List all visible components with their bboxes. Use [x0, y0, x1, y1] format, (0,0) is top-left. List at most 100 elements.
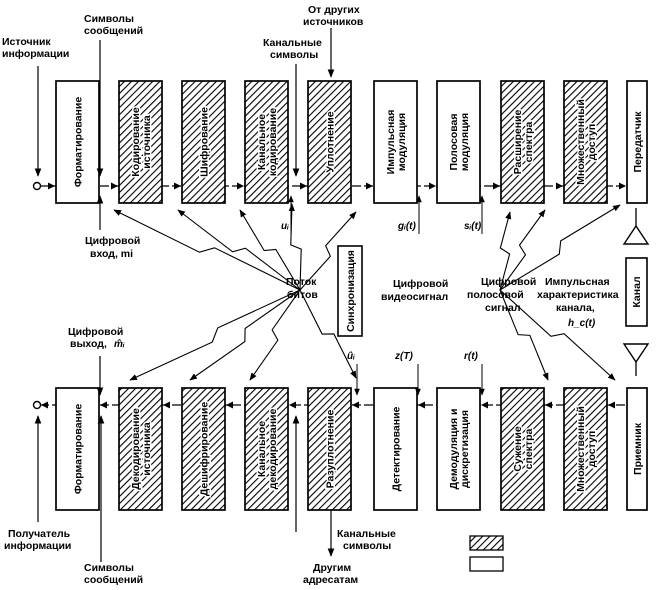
tx-flow-arrow [366, 182, 373, 190]
s-i-symbol: sᵢ(t) [464, 221, 482, 232]
rx-flow-arrow [608, 401, 615, 409]
sync-lightning-line [129, 289, 301, 381]
sync-lightning-line [249, 289, 301, 381]
legend-plain-swatch [469, 556, 504, 572]
tx-block-3-label: Шифрование [199, 107, 211, 177]
rx-block-5 [307, 387, 352, 511]
rx-flow-arrow [289, 401, 296, 409]
rx-block-6-label: Детектирование [391, 406, 403, 491]
rx-block-6 [373, 387, 418, 511]
channel-label: Канал [631, 276, 643, 307]
rx-block-9 [563, 387, 608, 511]
legend-hatched-swatch [469, 535, 504, 551]
tx-flow-arrow [429, 182, 436, 190]
rx-flow-arrow [481, 401, 488, 409]
rx-flow-arrow [163, 401, 170, 409]
rx-flow-arrow [418, 401, 425, 409]
receiver-chain: Форматирование Декодированиеисточника Деши… [55, 387, 648, 511]
channel-block [625, 257, 648, 327]
sync-lightning-line [177, 209, 301, 291]
rx-block-8 [500, 387, 545, 511]
rx-flow-arrow [226, 401, 233, 409]
tx-block-10 [626, 80, 648, 204]
sync-block [337, 245, 363, 337]
tx-block-8 [500, 80, 545, 204]
tx-block-4-label: Канальноекодирование [256, 108, 279, 176]
sync-lightning-line [239, 209, 301, 291]
tx-flow-arrow [237, 182, 244, 190]
rx-block-2 [118, 387, 163, 511]
tx-flow-arrow [48, 182, 55, 190]
r-t-symbol: r(t) [464, 351, 479, 362]
tx-block-6-label: Импульснаямодуляция [385, 110, 408, 175]
tx-block-7 [436, 80, 481, 204]
g-i-symbol: gᵢ(t) [397, 221, 416, 232]
rx-flow-arrow [352, 401, 359, 409]
sync-lightning-line [299, 289, 357, 379]
sync-lightning-line [189, 289, 301, 381]
rx-block-7 [436, 387, 481, 511]
u-hat-i-symbol: ûᵢ [347, 351, 355, 362]
rx-block-10 [626, 387, 648, 511]
tx-flow-arrow [174, 182, 181, 190]
rx-block-3-label: Дешифрирование [199, 402, 211, 496]
rx-block-9-label: Множественныйдоступ [575, 406, 598, 492]
flow-arrows [41, 182, 626, 409]
rx-block-2-label: Декодированиеисточника [130, 408, 153, 490]
sync-lightning-line [499, 211, 512, 291]
rx-flow-arrow [100, 401, 107, 409]
sync-label: Синхронизация [345, 250, 357, 332]
sync-lightning-line [499, 204, 621, 291]
tx-block-6 [373, 80, 418, 204]
sync-lightning-lines [113, 203, 621, 381]
rx-block-4 [244, 387, 289, 511]
z-t-symbol: z(T) [394, 351, 413, 362]
sync-lightning-line [113, 209, 301, 291]
tx-block-3 [181, 80, 226, 204]
tx-flow-arrow [619, 182, 626, 190]
tx-block-7-label: Полосоваямодуляция [448, 113, 471, 171]
tx-antenna-icon [622, 208, 650, 245]
hc-symbol: h_c(t) [568, 318, 596, 329]
sync-lightning-line [499, 209, 546, 291]
tx-flow-arrow [300, 182, 307, 190]
m-hat-symbol: m̂ᵢ [114, 339, 125, 350]
sync-lightning-line [499, 289, 549, 381]
tx-block-4 [244, 80, 289, 204]
tx-block-5 [307, 80, 352, 204]
tx-block-1 [55, 80, 100, 204]
tx-flow-arrow [493, 182, 500, 190]
tx-block-5-label: Уплотнение [325, 111, 337, 172]
rx-block-1-label: Форматирование [73, 404, 85, 494]
tx-flow-arrow [556, 182, 563, 190]
tx-flow-arrow [111, 182, 118, 190]
tx-block-8-label: Расширениеспектра [512, 110, 535, 175]
sync-lightning-line [299, 211, 357, 291]
rx-flow-arrow [545, 401, 552, 409]
rx-block-3 [181, 387, 226, 511]
tx-block-2 [118, 80, 163, 204]
rx-block-4-label: Канальноедекодирование [256, 409, 279, 490]
rx-block-1 [55, 387, 100, 511]
tx-block-10-label: Передатчик [632, 111, 644, 173]
rx-block-7-label: Демодуляция идискретизация [448, 409, 471, 490]
rx-block-10-label: Приемник [632, 422, 644, 475]
tx-block-9 [563, 80, 608, 204]
rx-block-8-label: Сужениеспектра [512, 426, 535, 471]
